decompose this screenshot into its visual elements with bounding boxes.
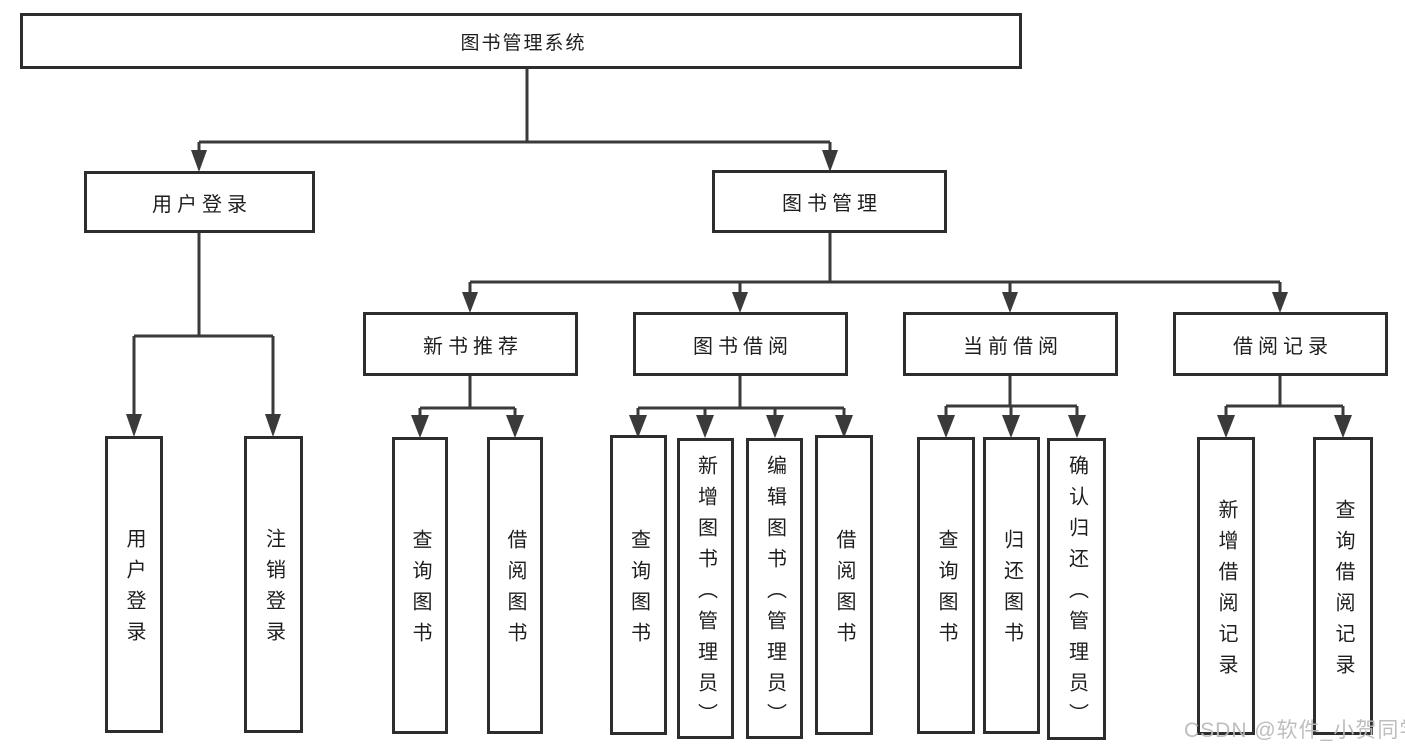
- node-borrow-books-1: 借阅图书: [487, 437, 543, 734]
- node-add-books-admin: 新增图书（管理员）: [677, 438, 734, 739]
- node-user-login: 用户登录: [84, 171, 315, 233]
- node-edit-books-admin: 编辑图书（管理员）: [746, 438, 803, 739]
- connector-lines: [132, 69, 1345, 421]
- node-library-management-system: 图书管理系统: [20, 13, 1022, 69]
- node-current-borrowing: 当前借阅: [903, 312, 1118, 376]
- node-book-borrowing: 图书借阅: [633, 312, 848, 376]
- node-new-book-recommend: 新书推荐: [363, 312, 578, 376]
- node-query-books-3: 查询图书: [917, 437, 975, 734]
- node-add-borrow-record: 新增借阅记录: [1197, 437, 1255, 735]
- node-borrowing-records: 借阅记录: [1173, 312, 1388, 376]
- node-user-login-leaf: 用户登录: [105, 436, 163, 733]
- node-book-management: 图书管理: [712, 170, 947, 233]
- node-query-books-1: 查询图书: [392, 437, 448, 734]
- node-return-books: 归还图书: [983, 437, 1040, 734]
- node-query-borrow-record: 查询借阅记录: [1313, 437, 1373, 735]
- node-query-books-2: 查询图书: [610, 435, 667, 735]
- node-logout: 注销登录: [244, 436, 303, 733]
- node-borrow-books-2: 借阅图书: [815, 435, 873, 735]
- arrowheads: [126, 150, 1352, 438]
- csdn-watermark: CSDN @软件_小贺同学: [1184, 719, 1405, 742]
- node-confirm-return-admin: 确认归还（管理员）: [1047, 438, 1106, 740]
